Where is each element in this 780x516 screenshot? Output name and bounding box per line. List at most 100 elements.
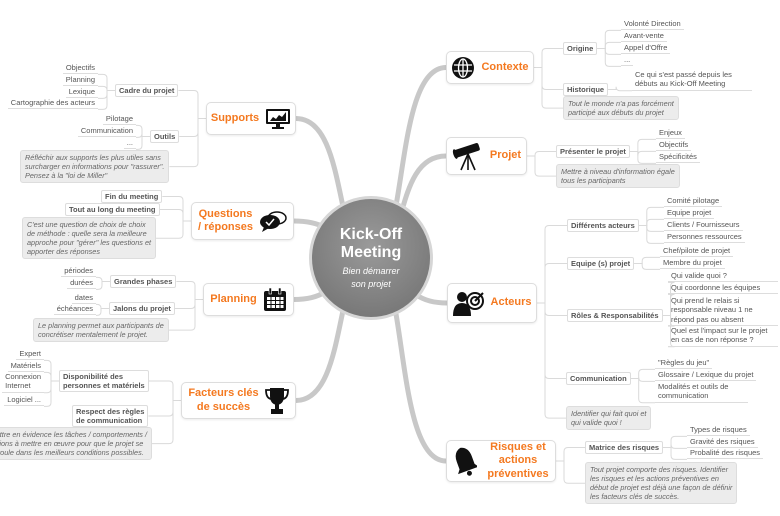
leaf[interactable]: Equipe projet <box>664 208 715 220</box>
subtopic-roles-responsabilites[interactable]: Rôles & Responsabilités <box>567 309 663 322</box>
subtopic-tout-au-long-du-meeting[interactable]: Tout au long du meeting <box>65 203 160 216</box>
subtopic-fin-du-meeting[interactable]: Fin du meeting <box>101 190 163 203</box>
connector <box>634 256 660 264</box>
connector <box>44 380 59 407</box>
leaf[interactable]: Personnes ressources <box>664 232 745 244</box>
note: Réfléchir aux supports les plus utiles s… <box>20 150 170 184</box>
connector <box>527 151 556 157</box>
leaf[interactable]: périodes <box>61 266 96 278</box>
leaf[interactable]: Membre du projet <box>660 258 725 270</box>
trophy-icon <box>264 387 289 414</box>
leaf[interactable]: Appel d'Offre <box>621 43 671 55</box>
connector <box>537 302 567 316</box>
leaf[interactable]: Ce qui s'est passé depuis les débuts au … <box>632 70 752 91</box>
topic-title: Questions / réponses <box>197 207 254 233</box>
topic-risques[interactable]: Risques et actions préventives <box>446 440 556 482</box>
connector <box>534 67 563 109</box>
leaf[interactable]: Qui valide quoi ? <box>668 271 778 283</box>
subtopic-grandes-phases[interactable]: Grandes phases <box>110 275 177 288</box>
leaf[interactable]: Glossaire / Lexique du projet <box>655 370 757 382</box>
subtopic-matrice-des-risques[interactable]: Matrice des risques <box>585 441 664 454</box>
leaf[interactable]: Modalités et outils de communication <box>655 382 749 403</box>
leaf[interactable]: Planning <box>62 75 98 87</box>
leaf[interactable]: dates <box>71 293 96 305</box>
subtopic-historique[interactable]: Historique <box>563 83 609 96</box>
leaf[interactable]: Spécificités <box>656 152 700 164</box>
leaf[interactable]: Quel est l'impact sur le projet en cas d… <box>668 326 778 347</box>
connector <box>597 48 621 55</box>
subtopic-differents-acteurs[interactable]: Différents acteurs <box>567 219 639 232</box>
topic-questions-reponses[interactable]: Questions / réponses <box>191 202 294 240</box>
connector <box>174 299 203 309</box>
connector <box>534 48 563 68</box>
leaf[interactable]: Lexique <box>65 87 98 99</box>
connector <box>534 67 563 90</box>
leaf[interactable]: Pilotage <box>102 114 136 126</box>
topic-title: Planning <box>210 292 257 305</box>
leaf[interactable]: ... <box>621 55 634 67</box>
central-title: Kick-Off Meeting <box>339 225 403 261</box>
connector <box>630 378 655 404</box>
connector <box>662 281 675 316</box>
connector <box>597 48 621 67</box>
leaf[interactable]: Logiciel ... <box>4 395 44 407</box>
leaf[interactable]: Qui prend le relais si responsable nivea… <box>668 296 778 327</box>
topic-title: Facteurs clés de succès <box>188 387 259 413</box>
connector <box>176 281 203 300</box>
leaf[interactable]: Objectifs <box>62 63 98 75</box>
leaf[interactable]: Volonté Direction <box>621 19 684 31</box>
connector <box>159 209 191 222</box>
subtopic-outils[interactable]: Outils <box>150 130 180 143</box>
topic-contexte[interactable]: Contexte <box>446 51 534 84</box>
connector <box>152 400 181 445</box>
connector <box>96 281 110 290</box>
leaf[interactable]: Communication <box>77 126 136 138</box>
connector <box>168 299 203 331</box>
leaf[interactable]: Qui coordonne les équipes <box>668 283 778 295</box>
subtopic-cadre-du-projet[interactable]: Cadre du projet <box>115 84 179 97</box>
subtopic-disponibilite[interactable]: Disponibilité des personnes et matériels <box>59 370 149 392</box>
leaf[interactable]: Expert <box>16 349 44 361</box>
topic-supports[interactable]: Supports <box>206 102 296 135</box>
leaf[interactable]: Avant-vente <box>621 31 667 43</box>
leaf[interactable]: Objectifs <box>656 140 692 152</box>
connector <box>634 263 660 270</box>
leaf[interactable]: Chef/pilote de projet <box>660 246 734 258</box>
subtopic-equipe-projet[interactable]: Equipe (s) projet <box>567 257 635 270</box>
connector <box>96 308 109 316</box>
connector <box>663 447 687 460</box>
connector <box>136 136 150 150</box>
subtopic-presenter-le-projet[interactable]: Présenter le projet <box>556 145 630 158</box>
leaf[interactable]: Enjeux <box>656 128 685 140</box>
leaf[interactable]: Probalité des risques <box>687 448 764 460</box>
connector <box>162 196 191 222</box>
leaf[interactable]: Clients / Fournisseurs <box>664 220 743 232</box>
topic-facteurs-cles-de-succes[interactable]: Facteurs clés de succès <box>181 382 296 419</box>
connector <box>537 225 567 304</box>
subtopic-origine[interactable]: Origine <box>563 42 598 55</box>
leaf[interactable]: Matériels <box>7 361 44 373</box>
connector <box>638 225 664 232</box>
leaf[interactable]: Types de risques <box>687 425 750 437</box>
topic-acteurs[interactable]: Acteurs <box>447 283 537 323</box>
topic-planning[interactable]: Planning <box>203 283 294 316</box>
leaf[interactable]: durées <box>67 278 96 290</box>
connector <box>663 444 687 449</box>
note: Le planning permet aux participants de c… <box>33 318 169 343</box>
leaf[interactable]: Cartographie des acteurs <box>7 98 98 110</box>
subtopic-communication[interactable]: Communication <box>566 372 631 385</box>
leaf[interactable]: ... <box>123 138 136 150</box>
leaf[interactable]: Comité pilotage <box>664 196 723 208</box>
note: Tout projet comporte des risques. Identi… <box>585 462 738 505</box>
leaf[interactable]: "Règles du jeu" <box>655 358 713 370</box>
topic-projet[interactable]: Projet <box>446 137 527 175</box>
leaf[interactable]: échéances <box>53 304 96 316</box>
leaf[interactable]: Connexion Internet <box>2 372 44 393</box>
central-topic[interactable]: Kick-Off Meeting Bien démarrer son proje… <box>309 196 433 320</box>
subtopic-jalons-du-projet[interactable]: Jalons du projet <box>109 302 175 315</box>
note: Identifier qui fait quoi et qui valide q… <box>566 406 652 431</box>
note: Mettre à niveau d'information égale tous… <box>556 164 680 189</box>
leaf[interactable]: Gravité des rsiques <box>687 437 758 449</box>
connector <box>630 377 655 382</box>
subtopic-respect-des-regles[interactable]: Respect des règles de communication <box>72 405 149 427</box>
